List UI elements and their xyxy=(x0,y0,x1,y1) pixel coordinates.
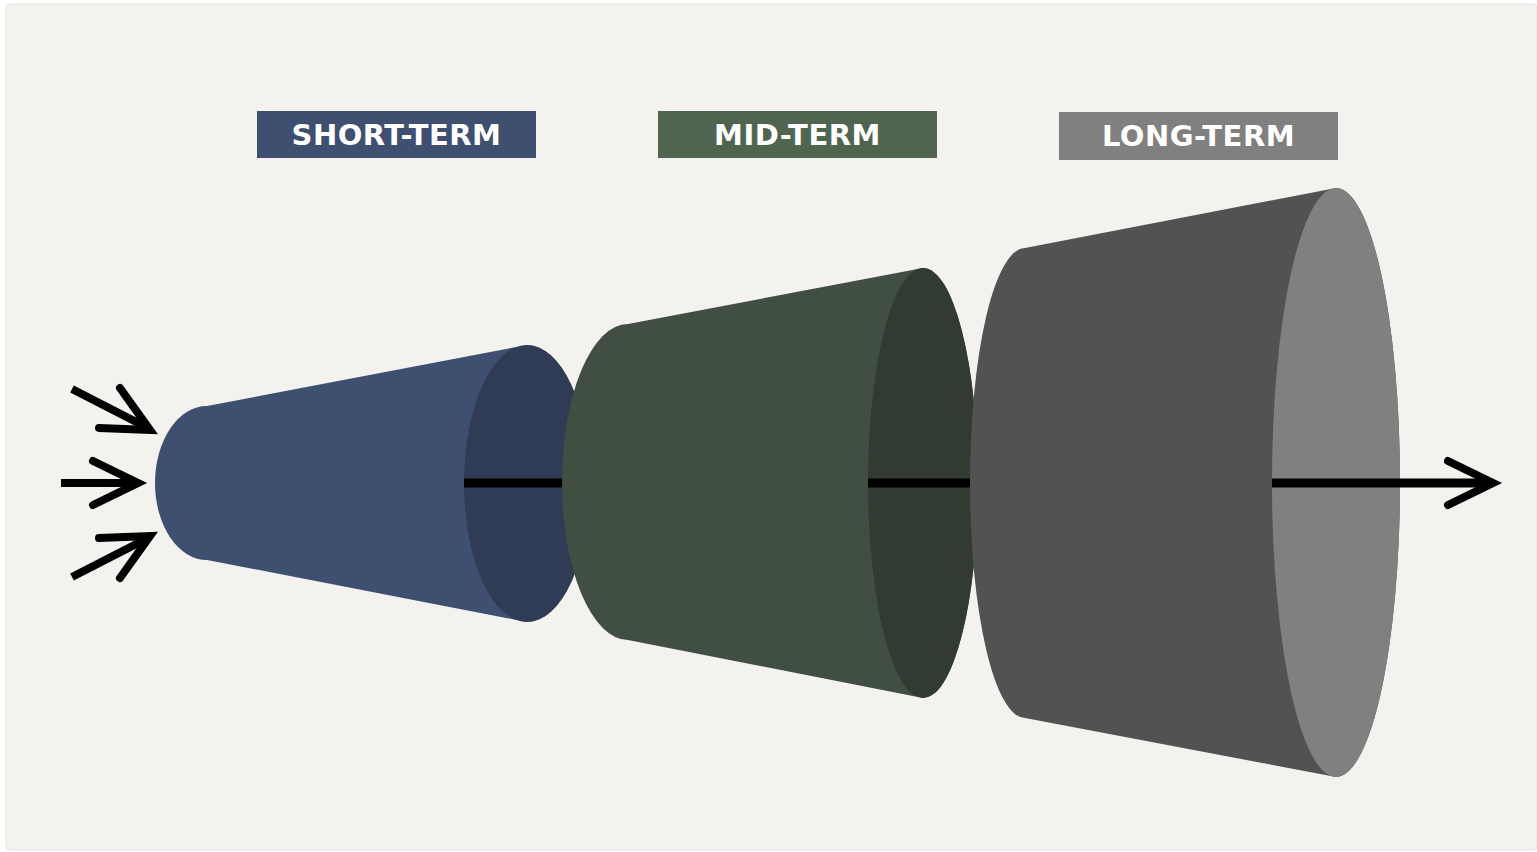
cone-body xyxy=(155,345,590,622)
term-label: SHORT-TERM xyxy=(292,118,502,152)
arrow-head xyxy=(99,388,150,430)
term-label-box: LONG-TERM xyxy=(1059,112,1338,160)
term-label: MID-TERM xyxy=(714,118,881,152)
background-panel xyxy=(6,4,1537,850)
cone-face xyxy=(868,268,978,698)
axis-line xyxy=(1272,479,1490,488)
input-arrows xyxy=(61,388,150,578)
axis-line xyxy=(868,479,972,488)
term-label-box: MID-TERM xyxy=(658,111,937,158)
term-label-box: SHORT-TERM xyxy=(257,111,536,158)
arrow-head xyxy=(93,461,138,505)
axis-line xyxy=(464,479,566,488)
term-label: LONG-TERM xyxy=(1102,119,1295,153)
cone-body xyxy=(562,268,978,698)
output-arrow-head xyxy=(1448,461,1493,505)
arrow-head xyxy=(99,536,150,578)
